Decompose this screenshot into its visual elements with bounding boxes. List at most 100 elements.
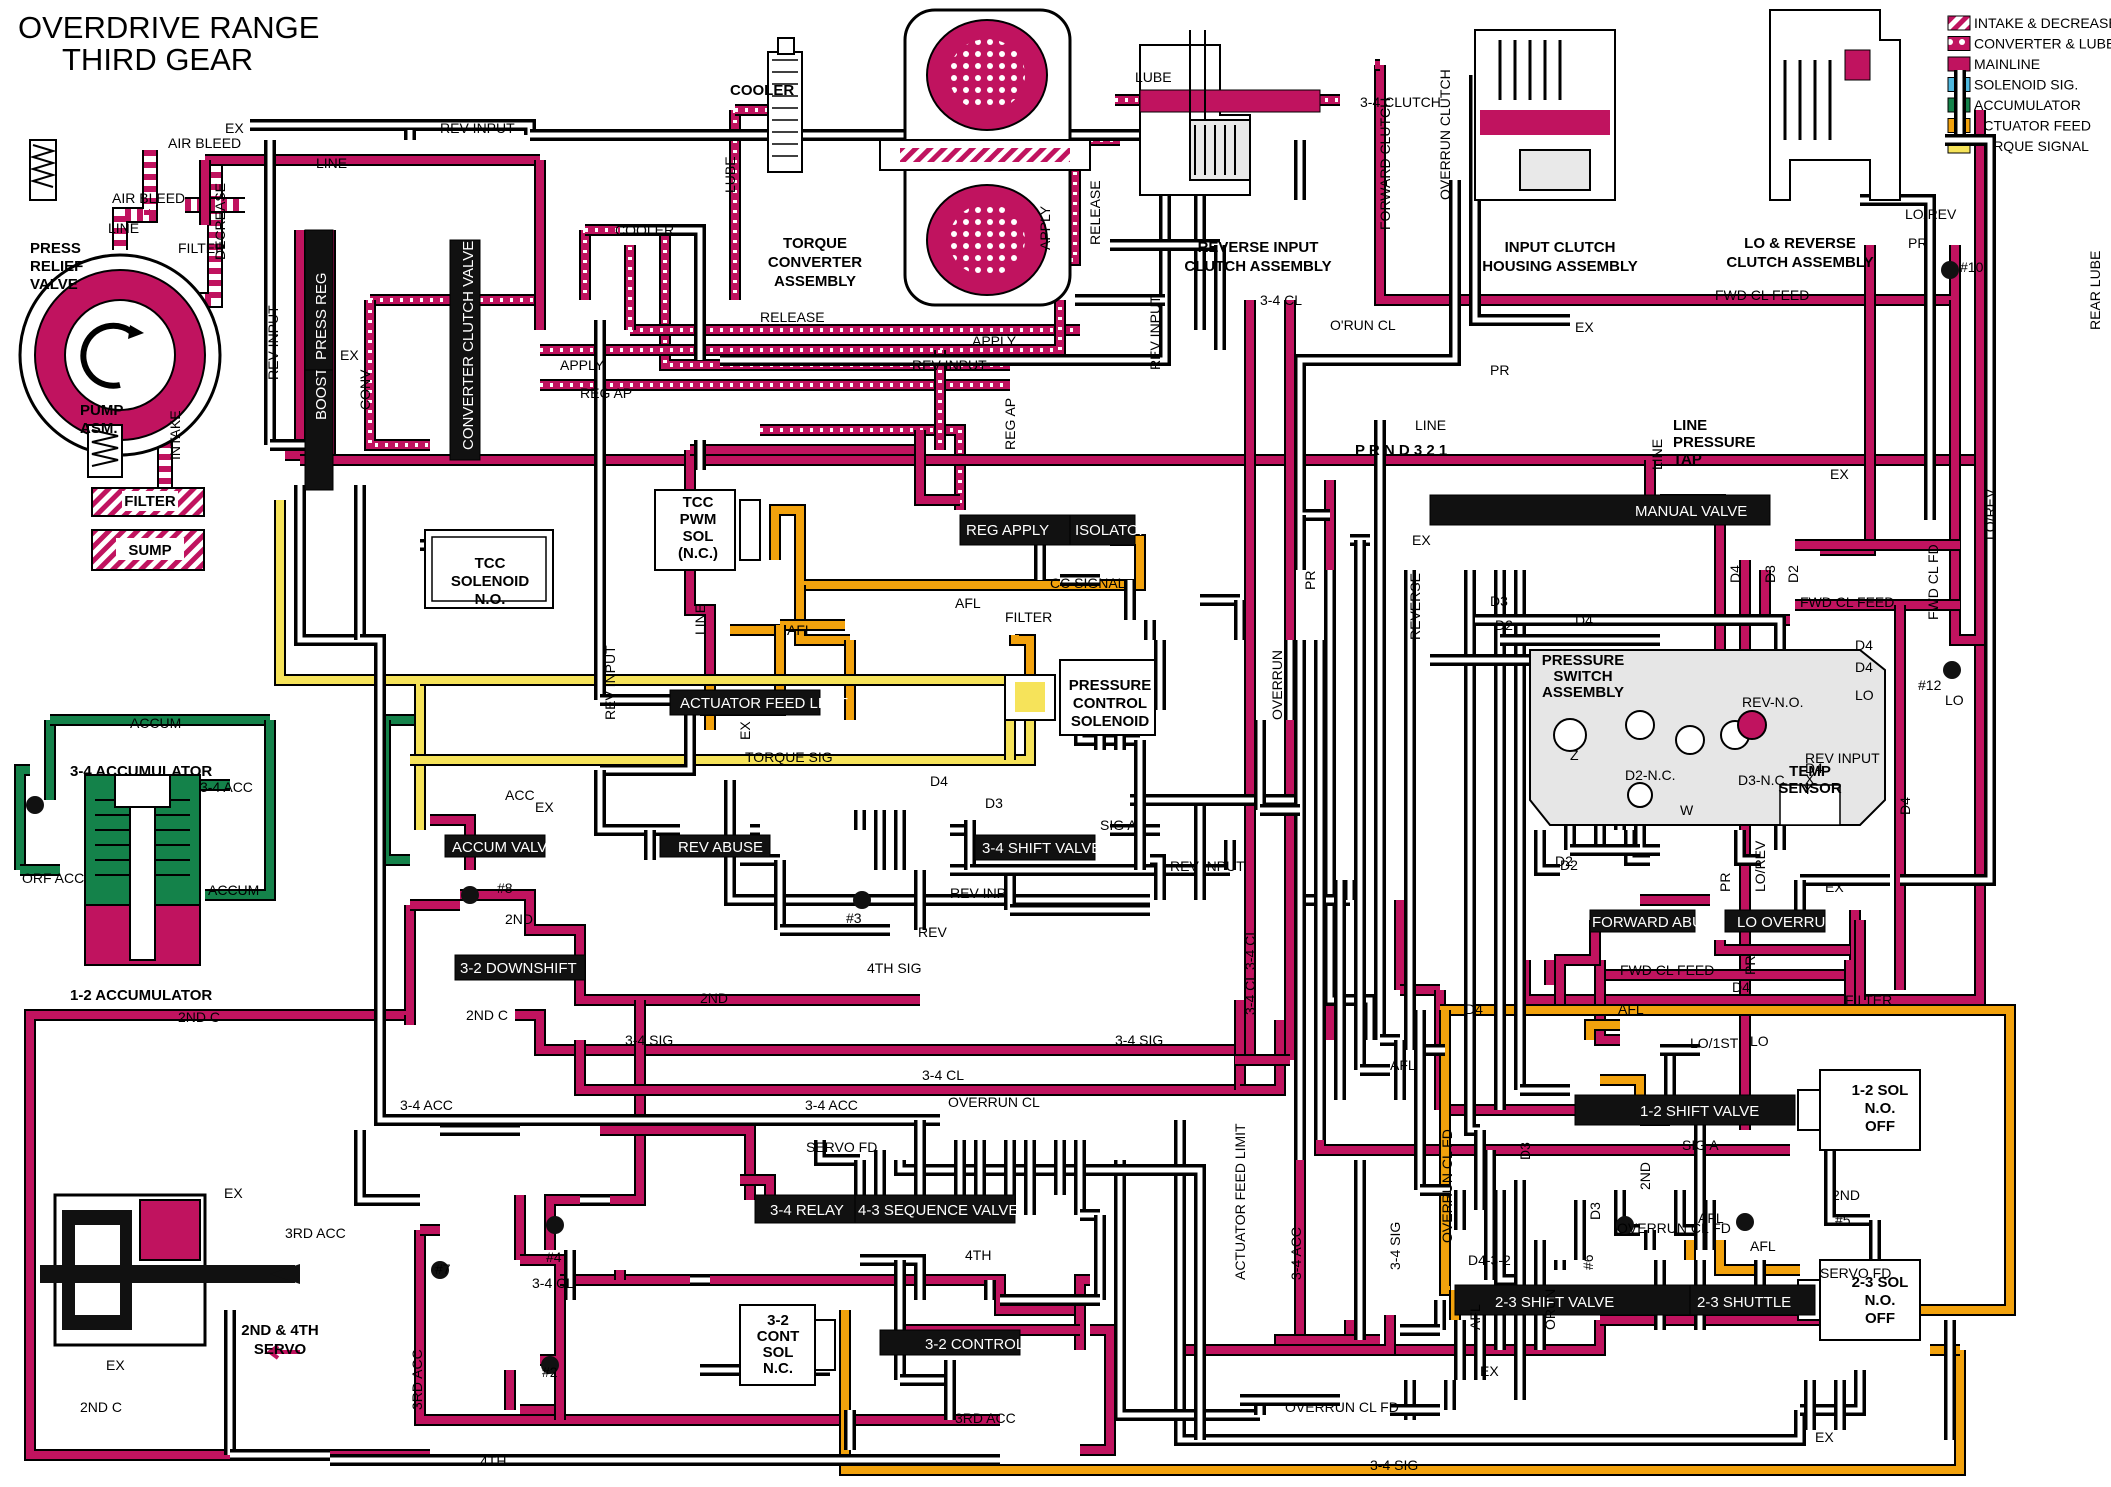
passage-label: APPLY xyxy=(560,357,605,373)
passage-label: LO/REV xyxy=(1752,840,1768,892)
passage-label: LINE xyxy=(108,220,139,236)
valve-body xyxy=(449,239,481,461)
passage-label: D2 xyxy=(1560,857,1578,873)
passage-label: #3 xyxy=(846,910,862,926)
passage xyxy=(114,150,156,250)
passage-label: FILTER xyxy=(1005,609,1052,625)
passage-label: D3 xyxy=(985,795,1003,811)
tcc-pwm-solenoid xyxy=(654,489,761,571)
legend-swatch xyxy=(1947,15,1971,31)
press-relief-valve xyxy=(29,139,57,201)
passage-label: FWD CL FEED xyxy=(1800,594,1894,610)
passage-label: #7 xyxy=(435,1261,451,1277)
passage-label: D4 xyxy=(1897,797,1913,815)
valve-label: FORWARD ABUSE xyxy=(1592,914,1723,931)
valve-label: REV ABUSE xyxy=(678,839,763,856)
passage-label: 2ND C xyxy=(178,1009,220,1025)
passage xyxy=(596,770,680,834)
passage xyxy=(916,430,960,504)
passage-label: EX xyxy=(535,799,554,815)
passage xyxy=(1820,245,1874,554)
component-label-sump: SUMP xyxy=(128,542,171,559)
passage-label: #4 xyxy=(546,1249,562,1265)
passage-label: RELEASE xyxy=(1087,180,1103,245)
passage-label: D4-3-2 xyxy=(1468,1252,1511,1268)
passage xyxy=(1327,570,1373,1040)
passage-label: LO xyxy=(1750,1033,1769,1049)
passage-label: D4 xyxy=(1465,1001,1483,1017)
passage-label: AFL xyxy=(1390,1057,1416,1073)
passage-label: REV INPUT xyxy=(602,645,618,720)
passage xyxy=(26,905,430,1459)
valve-body xyxy=(659,834,771,858)
valve-body xyxy=(1574,1094,1796,1126)
passage-label: #10 xyxy=(1960,259,1984,275)
checkball xyxy=(461,886,479,904)
passage xyxy=(1737,830,1760,863)
passage xyxy=(1556,920,1599,1010)
passage xyxy=(1627,830,1650,863)
passage-label: D4 xyxy=(1727,565,1743,583)
passage-label: REV INPUT xyxy=(265,305,281,380)
passage xyxy=(817,1140,860,1163)
passage xyxy=(294,485,380,646)
valve-body xyxy=(1429,494,1771,526)
passage-label: 3-4 SIG xyxy=(1370,1457,1418,1473)
passage-label: 3-4 SIG xyxy=(625,1032,673,1048)
passage-label: REV INPUT xyxy=(1805,750,1880,766)
valve-body xyxy=(444,834,546,858)
passage xyxy=(1080,1390,1114,1454)
valve-label: LO OVERRUN xyxy=(1737,914,1836,931)
valve-body xyxy=(1689,1284,1816,1316)
pressure-control-solenoid xyxy=(1004,659,1156,736)
passage xyxy=(1296,1140,1604,1354)
passage-label: D2 xyxy=(1785,565,1801,583)
passage-label: CC SIGNAL xyxy=(1050,575,1126,591)
passage-label: D3 xyxy=(1490,593,1508,609)
valve-body xyxy=(669,689,821,716)
passage-label: REV-N.O. xyxy=(1742,694,1803,710)
passage-label: REV xyxy=(918,924,947,940)
passage-label: 4TH xyxy=(480,1453,506,1469)
torque-converter xyxy=(879,8,1091,307)
passage-label: FWD CL FEED xyxy=(1715,287,1809,303)
passage-label: D4 xyxy=(1855,659,1873,675)
passage-label: #12 xyxy=(1918,677,1942,693)
passage-label: ORF ACC xyxy=(22,870,84,886)
passage-label: REV INPUT xyxy=(912,357,987,373)
passage xyxy=(620,227,703,360)
passage-label: EX xyxy=(1575,319,1594,335)
passage-label: REV INPUT xyxy=(1147,295,1163,370)
passage xyxy=(1316,1140,1790,1154)
passage-label: 2ND xyxy=(505,911,533,927)
passage-label: D4 xyxy=(1732,979,1750,995)
legend-swatch xyxy=(1947,36,1971,51)
valve-label: 3-2 DOWNSHIFT xyxy=(460,960,577,977)
valve-label: CONVERTER CLUTCH VALVE xyxy=(460,241,477,450)
passage xyxy=(597,770,680,833)
passage xyxy=(1441,1010,1450,1294)
passage-label: AIR BLEED xyxy=(112,190,185,206)
passage-label: 3-4 CL xyxy=(922,1067,964,1083)
passage-label: FILTER xyxy=(178,240,225,256)
component-label-prnd: P R N D 3 2 1 xyxy=(1355,442,1447,459)
input-clutch-housing xyxy=(1474,29,1616,201)
passage-label: 3-4 CL xyxy=(1242,973,1258,1015)
passage-label: 3RD ACC xyxy=(409,1349,425,1410)
passage xyxy=(1117,1160,1260,1418)
passage xyxy=(16,766,30,800)
passage xyxy=(1716,940,1850,954)
passage-label: D3 xyxy=(1762,565,1778,583)
passage xyxy=(1297,320,1458,518)
passage xyxy=(1080,1390,1116,1456)
valve-label: 2-3 SHIFT VALVE xyxy=(1495,1294,1614,1311)
valve-body xyxy=(1069,514,1136,546)
passage-label: EX xyxy=(224,1185,243,1201)
passage xyxy=(1900,137,1993,883)
checkball xyxy=(1736,1213,1754,1231)
passage-label: EX xyxy=(225,120,244,136)
